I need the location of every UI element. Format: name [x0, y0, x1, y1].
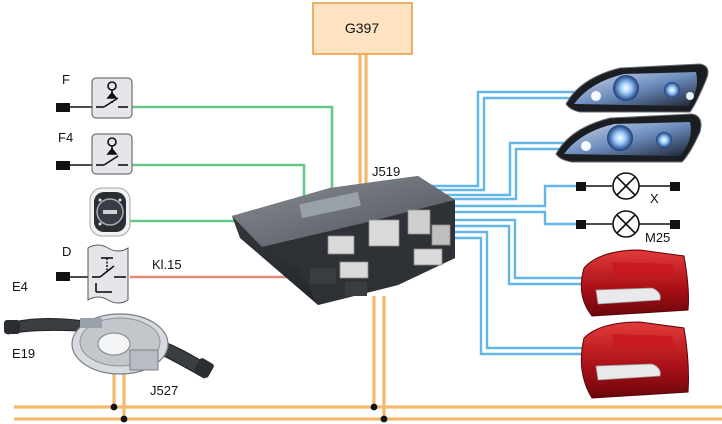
taillight-2-wire-b: [455, 236, 590, 356]
switch-f4-label: F4: [58, 130, 73, 145]
switch-d-label: D: [62, 244, 71, 259]
lamp-output-wires: [430, 90, 590, 356]
light-switch-icon: [98, 198, 122, 226]
e4-label: E4: [12, 279, 28, 294]
g397-label: G397: [345, 20, 379, 36]
ignition-switch-icon: [92, 257, 126, 293]
taillight-2: [580, 321, 689, 399]
taillight-1: [580, 249, 689, 317]
switch-f: F: [56, 72, 133, 119]
can-bus-wires: [14, 54, 722, 421]
junction-dot: [120, 415, 128, 423]
bulb-m25: M25: [576, 210, 680, 245]
headlight-2: [555, 113, 702, 163]
j527-label: J527: [150, 383, 178, 398]
e19-label: E19: [12, 346, 35, 361]
f-signal-wire: [132, 105, 334, 190]
g397-controller: G397: [312, 2, 413, 55]
bulb-icon: [616, 176, 636, 196]
ignition-switch-d: D: [56, 244, 129, 304]
bulb-icon: [616, 214, 636, 234]
j519-label: J519: [372, 164, 400, 179]
headlight-1: [565, 63, 709, 113]
switch-signal-wires: [130, 105, 334, 223]
door-contact-switch-icon: [96, 81, 128, 108]
headlight-1-wire-a: [430, 90, 588, 188]
junction-dot: [380, 415, 388, 423]
reverse-light-switch-icon: [96, 137, 128, 166]
module-connectors: [327, 209, 451, 279]
junction-dot: [370, 403, 378, 411]
light-rotary-switch: [89, 187, 131, 237]
headlight-2-wire-a: [440, 141, 578, 197]
bulb-x: X: [576, 172, 680, 206]
j519-central-module: J519: [232, 164, 455, 305]
bulb-m25-label: M25: [645, 230, 670, 245]
headlight-2-wire-b: [440, 147, 578, 201]
can-bus-junctions: [110, 403, 388, 423]
terminal-15-label: Kl.15: [152, 257, 182, 272]
bulb-x-label: X: [650, 191, 659, 206]
headlight-1-wire-b: [430, 96, 588, 192]
steering-column-module: E4 E19 J527: [4, 279, 214, 398]
junction-dot: [110, 403, 118, 411]
switch-f4: F4: [56, 130, 133, 175]
taillight-2-wire-a: [455, 230, 590, 350]
taillight-1-wire-a: [455, 218, 590, 280]
switch-f-label: F: [62, 72, 70, 87]
f4-signal-wire: [132, 163, 306, 196]
bulb-x-wire: [450, 184, 578, 208]
bulb-m25-wire: [450, 210, 578, 226]
taillight-1-wire-b: [455, 224, 590, 286]
